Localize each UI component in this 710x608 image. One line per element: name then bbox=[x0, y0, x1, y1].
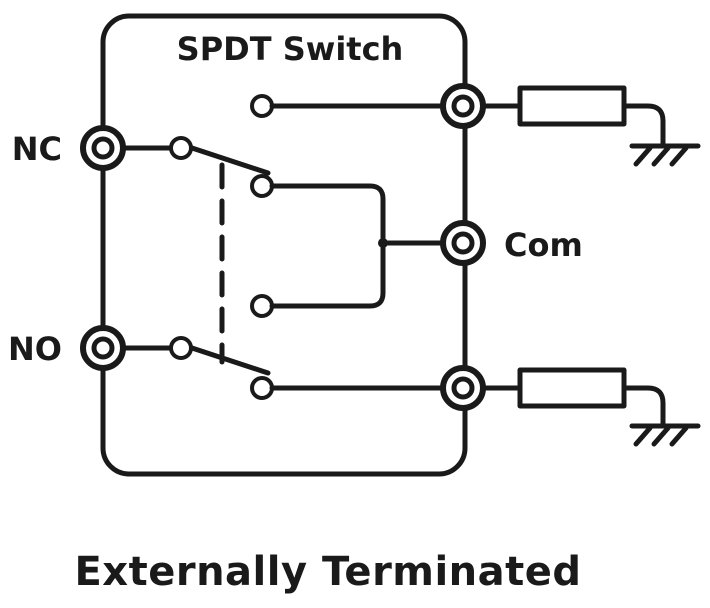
common-bus-wire bbox=[269, 183, 386, 309]
upper-termination bbox=[480, 85, 701, 167]
com-connector-icon bbox=[440, 220, 486, 266]
switch-title: SPDT Switch bbox=[177, 30, 404, 68]
nc-connector-icon bbox=[80, 125, 126, 171]
nc-label: NC bbox=[12, 130, 62, 168]
lower-resistor-icon bbox=[517, 367, 627, 409]
junction-dot bbox=[378, 238, 388, 248]
lower-terminated-connector-icon bbox=[440, 365, 486, 411]
lower-ground-icon bbox=[629, 423, 701, 447]
no-pivot-contact bbox=[169, 336, 193, 360]
nc-throw-contact bbox=[250, 174, 274, 198]
no-throw-contact bbox=[250, 294, 274, 318]
lower-termination bbox=[480, 367, 701, 447]
com-label: Com bbox=[504, 226, 583, 264]
upper-resistor-icon bbox=[517, 85, 627, 127]
nc-switch-arm bbox=[122, 136, 271, 176]
no-connector-icon bbox=[80, 325, 126, 371]
lower-throw-contact bbox=[250, 376, 274, 400]
nc-pivot-contact bbox=[169, 136, 193, 160]
caption: Externally Terminated bbox=[74, 549, 581, 595]
upper-ground-icon bbox=[629, 143, 701, 167]
upper-terminated-connector-icon bbox=[440, 83, 486, 129]
no-switch-arm bbox=[122, 336, 271, 376]
no-label: NO bbox=[8, 330, 62, 368]
upper-throw-contact bbox=[250, 94, 274, 118]
